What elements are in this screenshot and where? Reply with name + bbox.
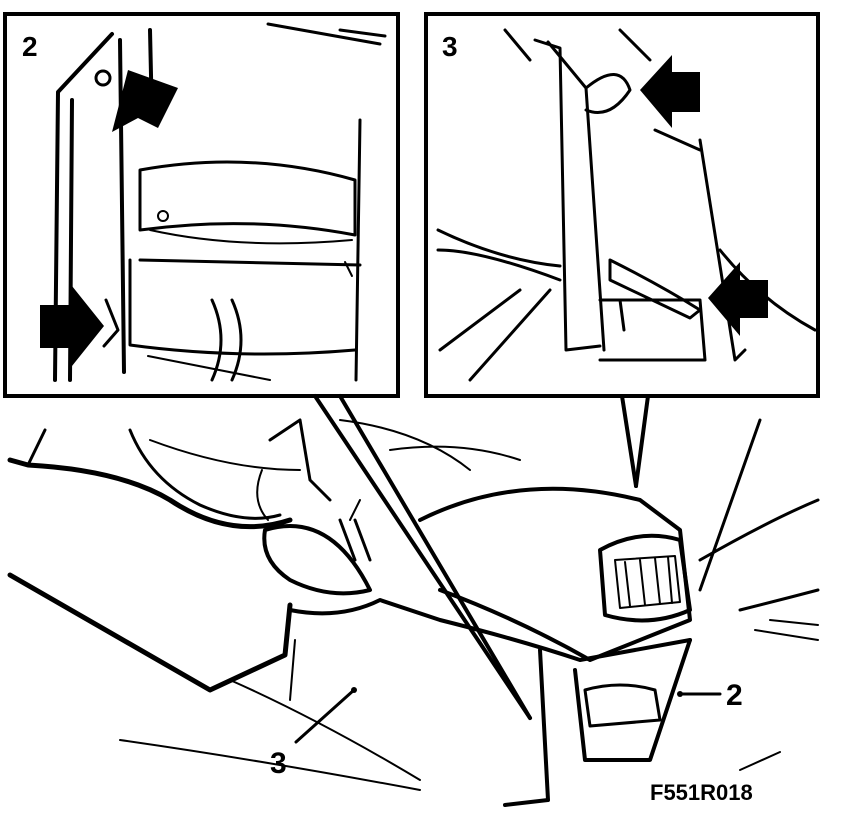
arrow-icon [640, 55, 700, 128]
arrow-icon [40, 286, 104, 366]
callout-3: 3 [270, 687, 357, 780]
center-console-drawing [7, 418, 820, 807]
callout-3-label: 3 [270, 747, 287, 780]
inset-2: 2 [3, 12, 400, 398]
inset-connector-lines [313, 394, 650, 720]
callout-2: 2 [677, 679, 743, 712]
inset-3-label: 3 [442, 31, 458, 62]
callout-2-label: 2 [726, 679, 743, 712]
inset-3: 3 [424, 12, 820, 398]
figure-id: F551R018 [650, 780, 753, 805]
arrow-icon [112, 70, 178, 132]
inset-2-label: 2 [22, 31, 38, 62]
arrow-icon [708, 262, 768, 336]
